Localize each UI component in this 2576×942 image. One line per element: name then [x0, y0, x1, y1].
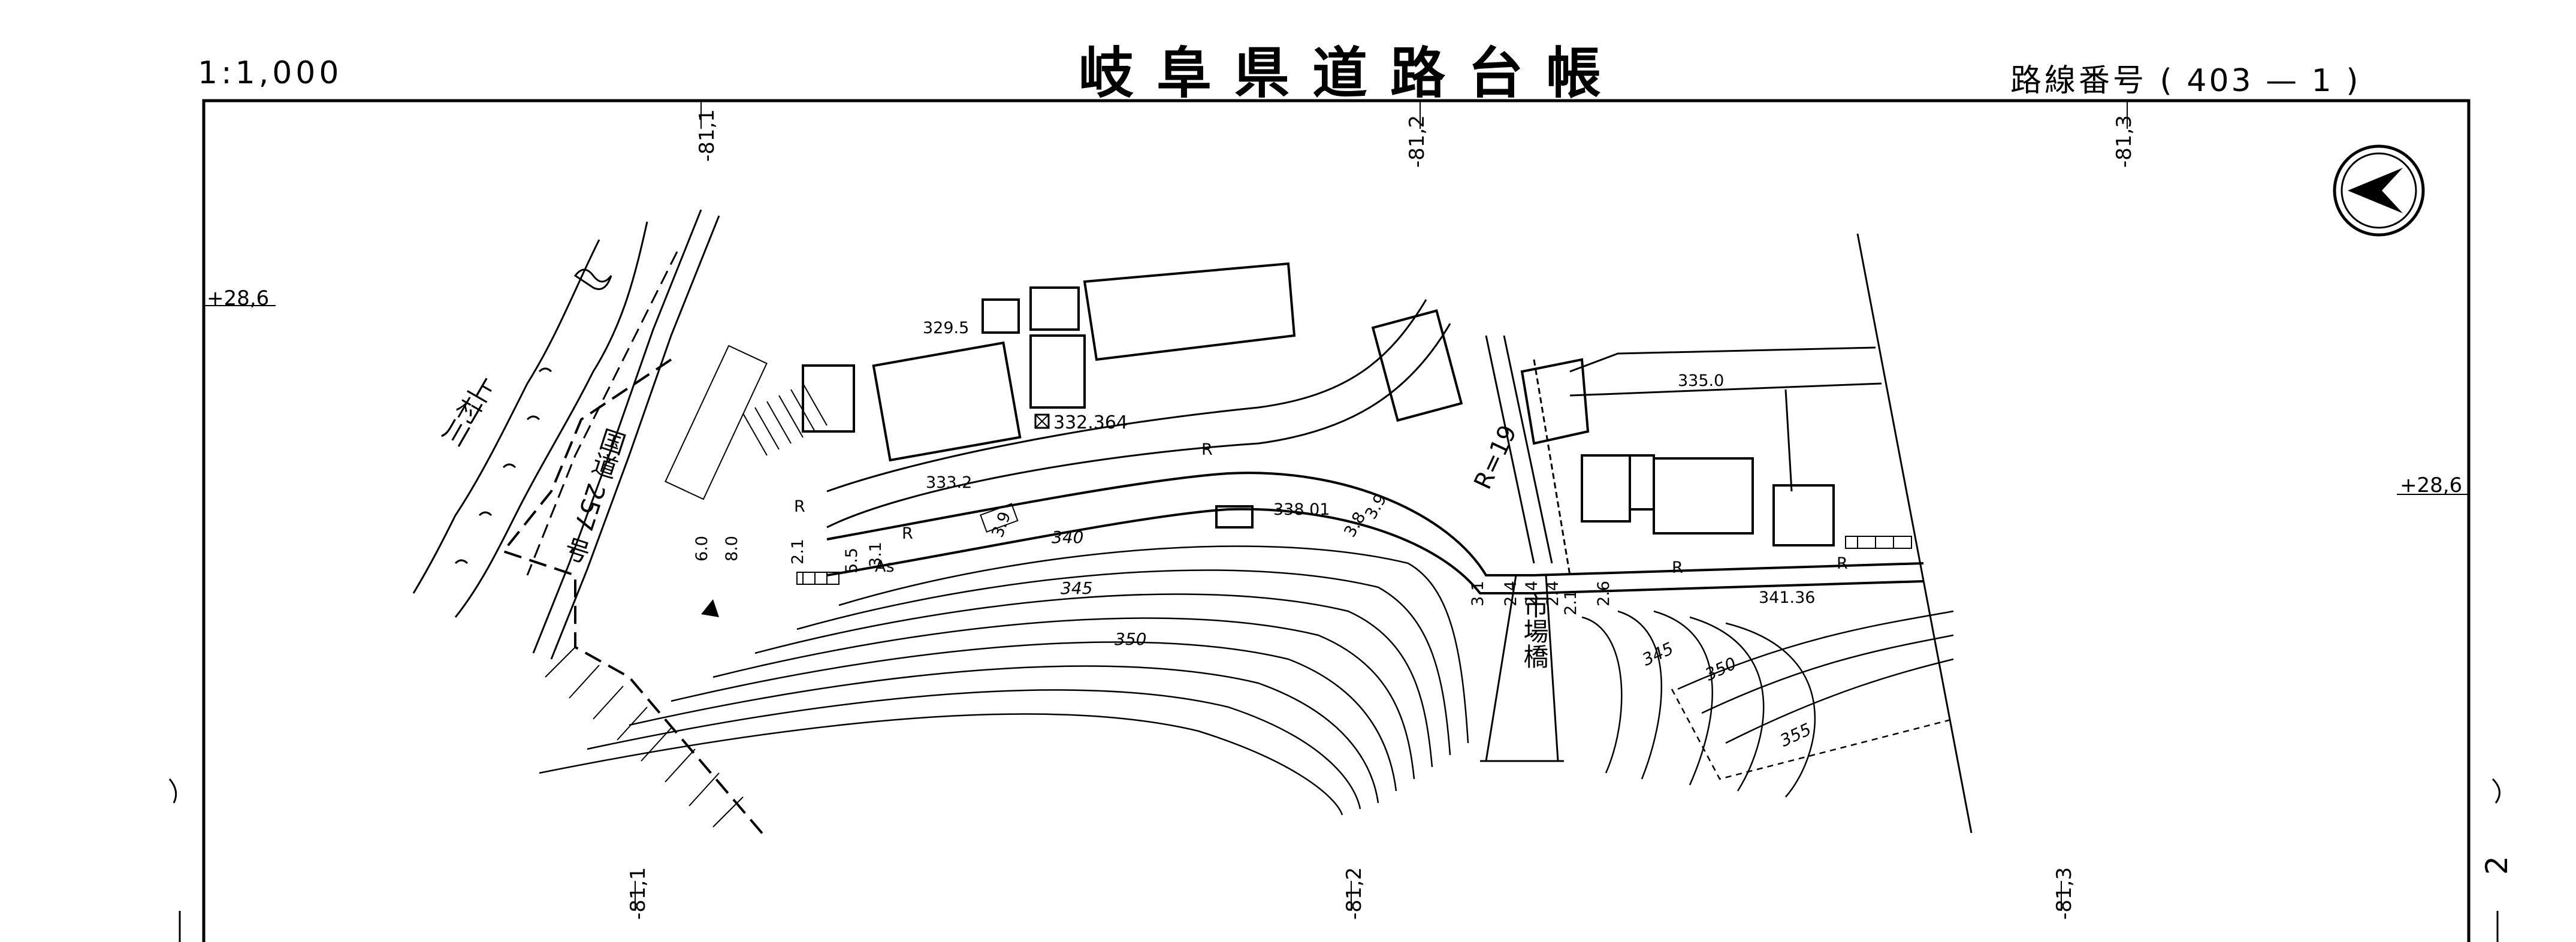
bridge-ichiba — [1480, 575, 1564, 762]
buildings — [802, 262, 1835, 547]
north-arrow-symbol — [2333, 144, 2425, 237]
elevation-label: 338.01 — [1273, 500, 1330, 519]
contour-label: 345 — [1061, 578, 1093, 598]
benchmark-elevation: 332.364 — [1053, 412, 1128, 433]
bottom-tick-2: -81,2 — [1342, 867, 1366, 920]
top-tick-3: -81,3 — [2112, 115, 2136, 168]
contour-label: 340 — [1052, 527, 1084, 547]
survey-marker — [701, 599, 719, 617]
left-margin-mark — [168, 778, 177, 804]
wall-mark: R — [1837, 554, 1848, 573]
elevation-label: 341.36 — [1759, 588, 1816, 607]
wall-hatch — [665, 345, 1912, 585]
contours — [539, 545, 1954, 816]
wall-mark: R — [1672, 558, 1683, 577]
width-label: 5.5 — [842, 548, 861, 573]
width-label: 2.1 — [788, 539, 807, 564]
page-title: 岐阜県道路台帳 — [1079, 41, 1624, 105]
national-road-257 — [526, 209, 720, 660]
width-label: 2.6 — [1594, 581, 1613, 606]
elevation-label: 333.2 — [926, 473, 973, 492]
elevation-label: 329.5 — [923, 319, 970, 337]
grid-ticks — [204, 102, 2469, 911]
route-label: 路線番号 — [2010, 63, 2148, 99]
route-number: ( 403 — 1 ) — [2160, 63, 2361, 99]
route-number-label: 路線番号 ( 403 — 1 ) — [2010, 55, 2361, 100]
right-slope-outline — [1671, 689, 1954, 780]
width-label: 6.0 — [692, 536, 711, 561]
river-kamimura — [412, 221, 648, 618]
bridge-label: 市場橋 — [1520, 593, 1549, 669]
map-frame — [202, 99, 2471, 942]
width-label: 2.4 — [1522, 581, 1541, 606]
width-label: 3.1 — [1468, 581, 1487, 606]
benchmark-symbol — [1034, 413, 1050, 429]
route-road — [826, 299, 1924, 594]
benchmark-cross — [1035, 414, 1049, 428]
sheet-number: 2 — [2480, 856, 2514, 875]
elevation-label: 335.0 — [1678, 372, 1725, 390]
left-tick: +28,6 — [207, 286, 270, 310]
upper-right-features — [1533, 346, 1882, 576]
top-tick-1: -81,1 — [695, 109, 719, 162]
bottom-tick-1: -81,1 — [626, 867, 650, 920]
width-label: 2.1 — [1561, 590, 1580, 615]
width-label: 8.0 — [722, 536, 741, 561]
coverage-edge — [1856, 233, 1973, 834]
width-label: 2.4 — [1501, 581, 1520, 606]
width-label: 2.4 — [1543, 581, 1562, 606]
wall-mark: R — [794, 497, 805, 516]
wall-mark: R — [902, 524, 913, 543]
bottom-tick-3: -81,3 — [2052, 867, 2076, 920]
pavement-label: As — [875, 557, 895, 576]
map-scale: 1:1,000 — [198, 55, 343, 91]
road-boundary — [501, 358, 768, 840]
wall-mark: R — [1201, 440, 1213, 459]
top-tick-2: -81,2 — [1405, 115, 1429, 168]
right-tick: +28,6 — [2400, 473, 2463, 497]
right-margin-mark — [2492, 778, 2500, 804]
contour-label: 350 — [1115, 629, 1147, 649]
